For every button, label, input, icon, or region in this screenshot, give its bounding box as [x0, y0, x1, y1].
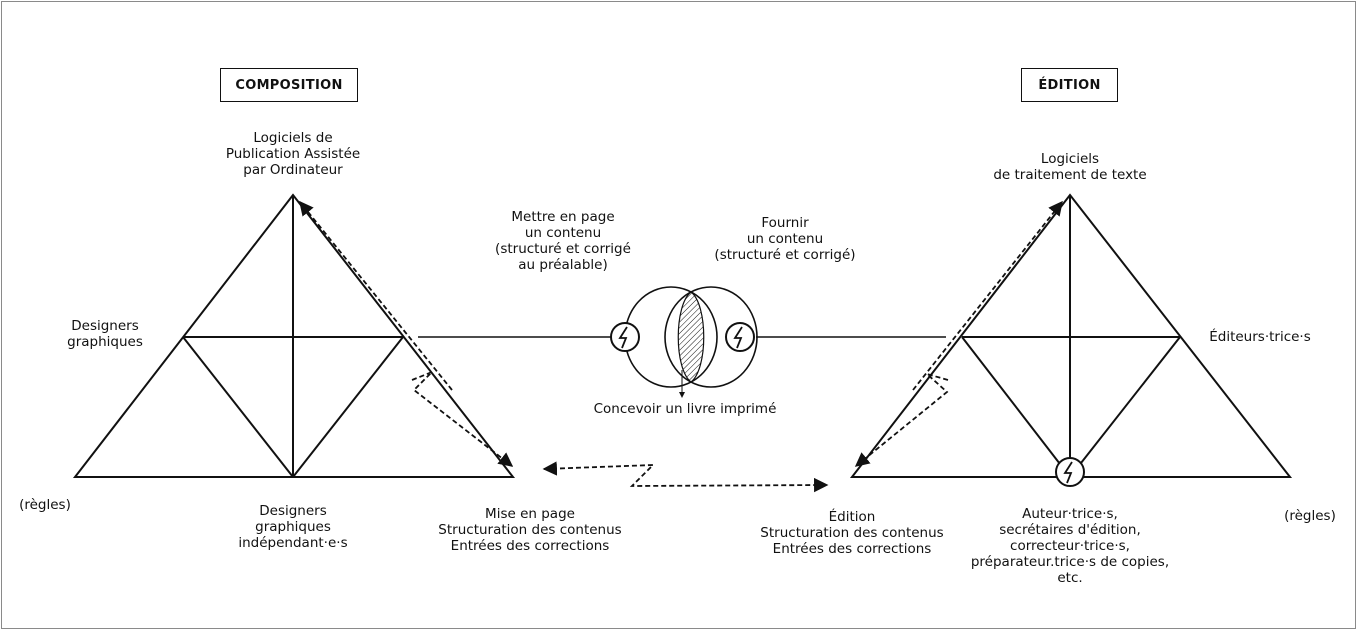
composition-rules-label: (règles): [19, 497, 71, 513]
edition-apex-label: Logiciels de traitement de texte: [993, 151, 1147, 183]
composition-bottom-label: Designers graphiques indépendant·e·s: [238, 503, 348, 551]
edition-triangle-diag-right: [1069, 336, 1181, 478]
lightning-icon: [1055, 457, 1085, 487]
center-bottom-label: Concevoir un livre imprimé: [593, 401, 777, 417]
composition-triangle-diag-right: [292, 336, 404, 478]
lightning-icon: [610, 322, 640, 352]
arrow-edition-apex: [912, 200, 1063, 391]
arrow-composition-apex: [299, 200, 453, 391]
venn-intersection: [677, 291, 705, 383]
lightning-icon: [725, 322, 755, 352]
composition-title: COMPOSITION: [220, 68, 358, 102]
edition-title: ÉDITION: [1021, 68, 1118, 102]
dashed-arrows: [299, 200, 1063, 493]
venn-right-circle: [664, 286, 758, 388]
center-right-label: Fournir un contenu (structuré et corrigé…: [714, 215, 856, 263]
edition-bottom-label: Auteur·trice·s, secrétaires d'édition, c…: [970, 506, 1170, 586]
edition-target-label: Édition Structuration des contenus Entré…: [760, 509, 944, 557]
arrow-composition-target: [411, 371, 514, 467]
arrow-edition-target: [854, 373, 949, 467]
center-left-label: Mettre en page un contenu (structuré et …: [495, 209, 631, 273]
composition-target-label: Mise en page Structuration des contenus …: [438, 506, 622, 554]
composition-apex-label: Logiciels de Publication Assistée par Or…: [225, 130, 361, 178]
arrow-center-zigzag: [542, 461, 829, 493]
composition-triangle: [72, 193, 516, 478]
edition-right-label: Éditeurs·trice·s: [1209, 329, 1311, 345]
edition-triangle-diag-left: [961, 336, 1071, 478]
composition-left-label: Designers graphiques: [67, 318, 143, 350]
composition-triangle-diag-left: [182, 336, 294, 478]
edition-rules-label: (règles): [1284, 508, 1336, 524]
